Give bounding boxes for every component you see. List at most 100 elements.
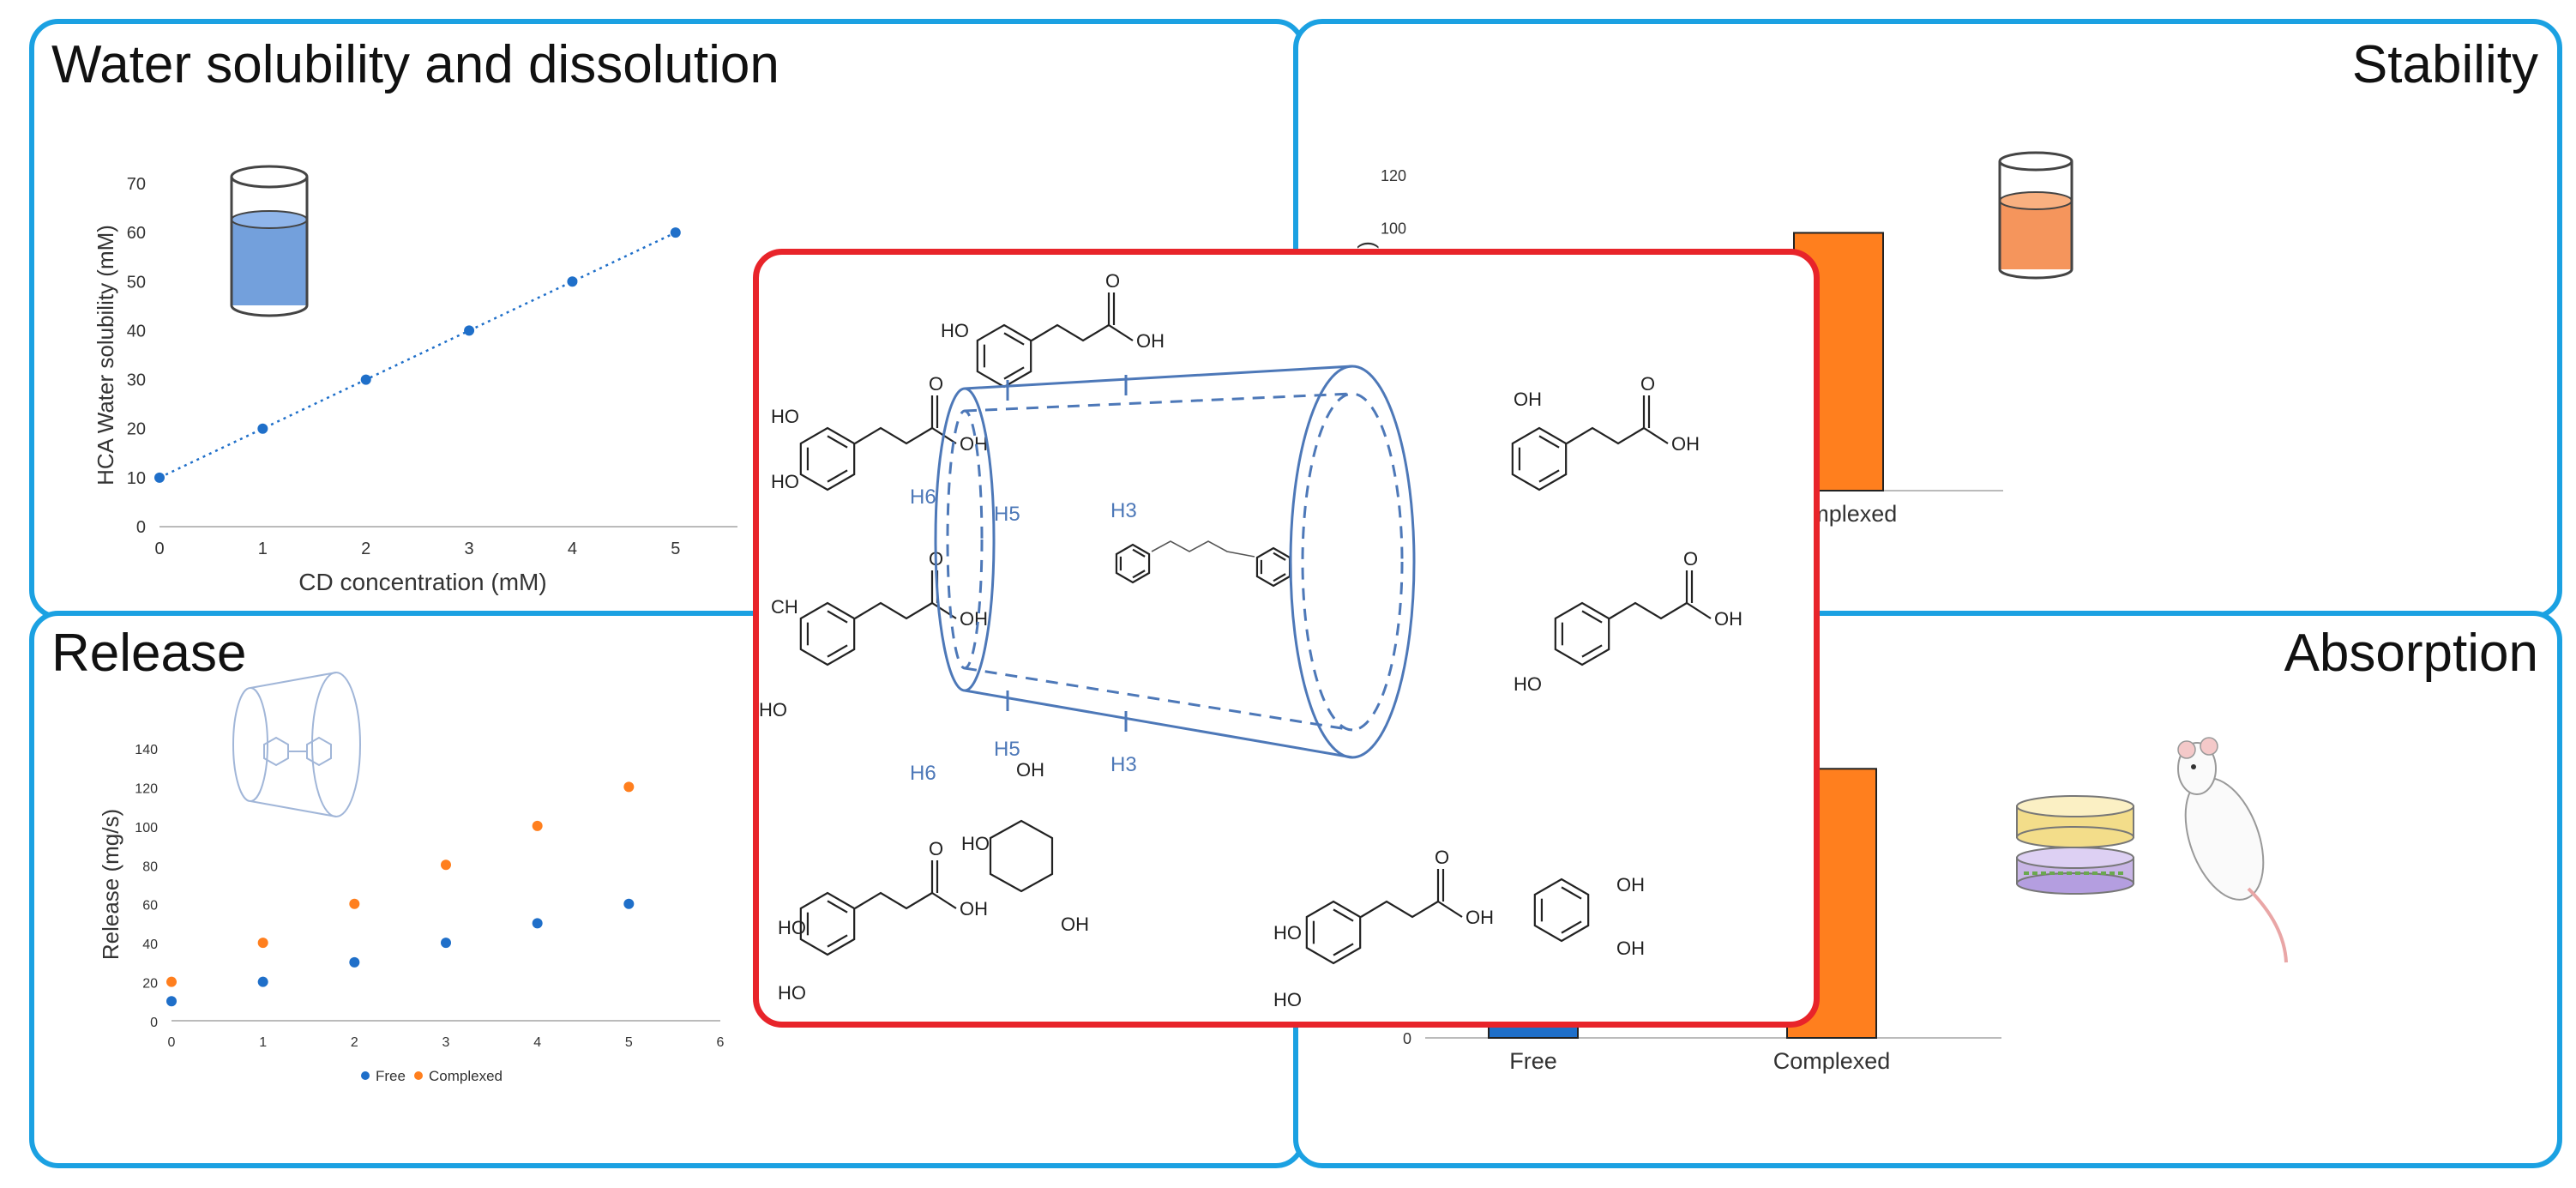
data-point [257,423,268,434]
y-tick-label: 60 [127,224,146,243]
y-tick-label: 40 [142,938,158,952]
caffeic-ring [799,426,856,491]
m3hca-chain [1031,323,1110,342]
x-tick-label: 3 [442,1035,450,1050]
data-point-free [623,898,635,909]
x-tick-label: 5 [625,1035,633,1050]
legend-marker [414,1071,423,1080]
guest-linker [1151,540,1255,558]
rosm-oh1: OH [1616,874,1645,896]
ferulic-double-bond [827,610,848,624]
quinic-ring [989,819,1054,893]
hydroxycinnamic-acid-structures: OOHHOOOHHOHOOOHCHHOOOHOHOOHHOOOHHOHOOHOH… [759,270,1742,1010]
pcoum-hydroxyl-bond [1686,602,1712,619]
caffeic-double-bond [827,435,848,449]
cell-culture-dish-icon [2016,795,2134,895]
guest1-ring [1115,543,1151,584]
y-tick-label: 140 [135,743,158,757]
y-tick-label: 0 [136,518,146,537]
x-axis-label: CD concentration (mM) [298,569,546,595]
y-tick-label: 100 [135,821,158,835]
h6-label-top: H6 [910,485,936,509]
data-point [567,276,578,287]
x-tick-label: 3 [465,540,474,558]
guest1-double-bond [1132,548,1146,558]
rosm-ho1: HO [1273,922,1302,944]
rosm1-ring [1305,900,1362,965]
y-tick-label: 60 [142,899,158,914]
category-label: Free [1509,1048,1557,1074]
h3-label-bottom: H3 [1110,753,1137,776]
ferulic-chain [854,601,933,620]
y-tick-label: 70 [127,175,146,194]
data-point-complexed [623,781,635,793]
ferulic-hydroxyl-bond [931,602,957,619]
y-axis-label: HCA Water solubility (mM) [93,225,118,485]
data-point [464,325,475,336]
ocoum-o-label: O [1640,373,1655,395]
pcoum-ring [1554,601,1610,666]
x-tick-label: 4 [568,540,577,558]
release-title: Release [51,624,247,683]
cyclodextrin-cone [934,365,1416,759]
ocoum-double-bond [1538,469,1560,483]
y-tick-label: 50 [127,273,146,292]
y-tick-label: 30 [127,371,146,390]
pcoum-double-bond [1581,644,1603,658]
y-tick-label: 120 [1381,167,1406,184]
data-point-complexed [349,898,360,909]
caffeic-chain [854,426,933,445]
quinic-oh2: OH [1016,759,1044,781]
ocoum-oh: OH [1514,389,1542,410]
rosm2-double-bond [1561,886,1582,900]
ferulic-ch3: CH [771,596,798,618]
h6-label-bottom: H6 [910,762,936,785]
rosm1-chain [1360,900,1439,919]
x-tick-label: 4 [533,1035,541,1050]
h3-label-top: H3 [1110,499,1137,522]
data-point-free [166,996,177,1007]
h5-label-top: H5 [994,503,1020,526]
y-tick-label: 120 [135,781,158,796]
caffeic-oh-label: OH [960,433,988,455]
chlorogenic-double-bond [827,934,848,948]
y-tick-label: 20 [142,977,158,992]
legend-marker [361,1071,370,1080]
guest2-double-bond [1273,552,1286,561]
pcoum-chain [1609,601,1688,620]
y-tick-label: 0 [1403,1030,1411,1047]
rosm2-double-bond [1561,920,1582,934]
data-point [360,374,371,385]
m3hca-ring [976,323,1032,389]
y-tick-label: 40 [127,322,146,341]
m3hca-double-bond [1003,366,1025,380]
pcoum-ho: HO [1514,673,1542,695]
x-tick-label: 1 [258,540,268,558]
chlorogenic-hydroxyl-bond [931,892,957,909]
ferulic-double-bond [827,644,848,658]
y-tick-label: 10 [127,469,146,488]
x-tick-label: 6 [717,1035,725,1050]
x-tick-label: 1 [259,1035,267,1050]
data-point-complexed [441,859,451,871]
absorption-title: Absorption [2284,624,2538,683]
pcoum-double-bond [1581,610,1603,624]
ocoum-chain [1566,426,1645,445]
rosm1-oh-label: OH [1466,907,1494,928]
x-tick-label: 2 [351,1035,358,1050]
water-beaker-icon [230,165,309,317]
chlorogenic-ho2: HO [778,982,806,1004]
caffeic-o-label: O [929,373,943,395]
y-tick-label: 80 [142,859,158,874]
quinic-ho: HO [961,833,990,854]
chlorogenic-oh-label: OH [960,898,988,920]
release-cyclodextrin-icon [232,672,361,817]
y-tick-label: 100 [1381,220,1406,237]
legend-label: Complexed [429,1068,503,1084]
m3hca-o-label: O [1105,270,1120,292]
m3hca-ho-label: HO [941,320,969,341]
data-point-free [349,956,360,968]
data-point-free [532,918,543,929]
